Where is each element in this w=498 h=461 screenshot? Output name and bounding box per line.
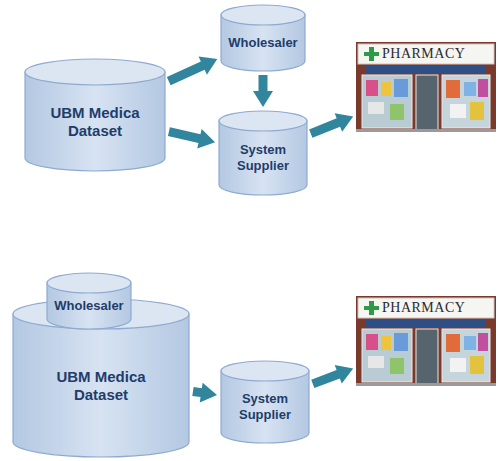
window-poster (390, 104, 404, 120)
shop-window (362, 75, 412, 128)
window-poster (450, 104, 466, 118)
green-cross (364, 52, 379, 56)
brick-facade (356, 42, 496, 132)
window-poster (366, 334, 378, 350)
database-cylinder: UBM Medica Dataset (24, 58, 166, 172)
pavement (356, 129, 496, 132)
window-poster (478, 79, 488, 97)
node-label: System Supplier (228, 391, 302, 422)
window-poster (478, 333, 488, 351)
node-label: UBM Medica Dataset (41, 368, 161, 404)
window-poster (470, 102, 484, 120)
block-arrow (253, 75, 273, 107)
shop-sign-text: PHARMACY (382, 46, 465, 62)
block-arrow (167, 57, 217, 86)
cylinder-top (219, 111, 307, 131)
window-poster (368, 356, 384, 368)
window-poster (464, 82, 476, 96)
window-poster (464, 336, 476, 350)
shop-sign-text: PHARMACY (382, 300, 465, 316)
node-label: System Supplier (226, 142, 300, 173)
pharmacy-photo: PHARMACY (356, 296, 496, 386)
window-poster (450, 358, 466, 372)
cylinder-body (13, 314, 189, 457)
block-arrow (311, 365, 353, 388)
green-cross (364, 306, 379, 310)
window-poster (446, 80, 460, 98)
window-poster (381, 336, 391, 350)
pavement (356, 383, 496, 386)
fascia-strip (366, 66, 486, 73)
cylinder-body (25, 72, 165, 171)
fascia-strip (366, 320, 486, 327)
sign-board (358, 44, 494, 64)
shop-door (416, 75, 438, 130)
window-poster (470, 356, 484, 374)
brick-facade (356, 296, 496, 386)
block-arrow (309, 113, 353, 138)
window-poster (394, 333, 408, 351)
database-cylinder: WholesalerUBM Medica Dataset (12, 298, 190, 458)
sign-board (358, 298, 494, 318)
window-poster (394, 79, 408, 97)
cylinder-body (221, 371, 309, 443)
block-arrow (192, 383, 217, 403)
cylinder-top (25, 59, 165, 85)
window-poster (368, 102, 384, 114)
database-cylinder: System Supplier (220, 360, 310, 444)
shop-window (442, 75, 490, 128)
pharmacy-photo: PHARMACY (356, 42, 496, 132)
shop-window (442, 329, 490, 382)
cylinder-top (221, 361, 309, 381)
block-arrow (168, 127, 215, 148)
database-cylinder: Wholesaler (46, 272, 132, 330)
cylinder-top (47, 273, 131, 293)
shop-door (416, 329, 438, 384)
window-poster (381, 82, 391, 96)
window-poster (446, 334, 460, 352)
node-label: Wholesaler (228, 35, 297, 51)
database-cylinder: System Supplier (218, 110, 308, 196)
node-label: UBM Medica Dataset (36, 104, 154, 140)
node-label: Wholesaler (54, 298, 123, 314)
window-poster (390, 358, 404, 374)
shop-window (362, 329, 412, 382)
cylinder-top (221, 5, 305, 25)
cylinder-body (219, 121, 307, 195)
database-cylinder: Wholesaler (220, 4, 306, 72)
window-poster (366, 80, 378, 96)
